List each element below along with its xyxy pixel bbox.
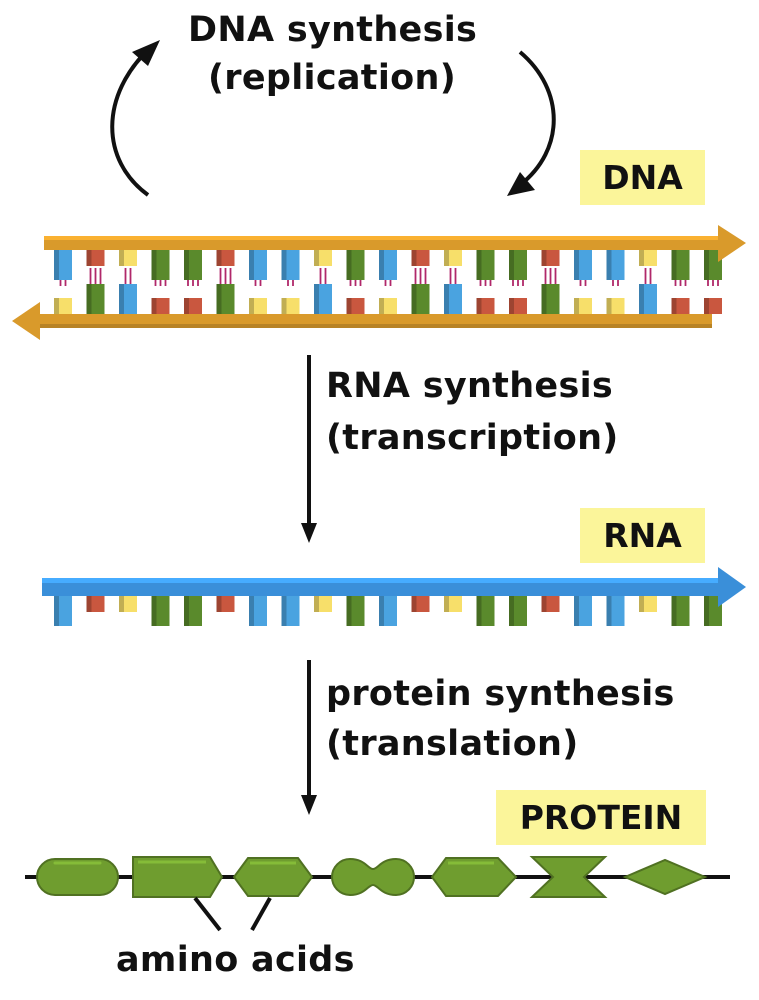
rna-base-shade xyxy=(411,596,417,612)
dna-bottom-base-shade xyxy=(151,298,157,314)
rna-base-shade xyxy=(151,596,157,626)
dna-top-base-shade xyxy=(704,250,709,280)
dna-top-base-shade xyxy=(639,250,644,266)
protein-chain xyxy=(36,856,708,898)
rna-base-shade xyxy=(379,596,384,626)
dna-top-base-shade xyxy=(476,250,482,280)
rna-base-shade xyxy=(54,596,59,626)
dna-bottom-base-shade xyxy=(574,298,579,314)
dna-bottom-base-shade xyxy=(509,298,514,314)
replication-arrow-right xyxy=(518,50,556,187)
dna-bottom-base-shade xyxy=(379,298,384,314)
rna-base-shade xyxy=(281,596,287,626)
dna-top-base-shade xyxy=(216,250,222,266)
replication-label-line1: DNA synthesis xyxy=(188,10,478,50)
amino-acid-peanut xyxy=(331,857,415,897)
amino-acid-pointer-2 xyxy=(250,897,272,931)
dna-bottom-base-shade xyxy=(119,284,124,314)
dna-top-base-shade xyxy=(346,250,352,280)
amino-acid-diamond xyxy=(622,858,708,896)
dna-top-base-shade xyxy=(379,250,384,280)
dna-bottom-base-shade xyxy=(411,284,417,314)
rna-base-shade xyxy=(314,596,319,612)
rna-base-shade xyxy=(541,596,547,612)
dna-bottom-base-shade xyxy=(216,284,222,314)
rna-base-shade xyxy=(639,596,644,612)
dna-bottom-base-shade xyxy=(606,298,612,314)
amino-acid-rect-pointed xyxy=(132,856,224,898)
replication-arrowhead-left xyxy=(132,40,160,66)
rna-base-shade xyxy=(606,596,612,626)
rna-base-shade xyxy=(216,596,222,612)
replication-arrow-left xyxy=(110,46,152,197)
dna-top-base-shade xyxy=(249,250,254,280)
amino-acid-capsule xyxy=(36,858,119,896)
dna-bottom-base-shade xyxy=(184,298,189,314)
amino-acid-bowtie xyxy=(529,856,608,898)
dna-top-base-shade xyxy=(151,250,157,280)
transcription-label-line2: (transcription) xyxy=(326,418,619,458)
dna-bottom-base-shade xyxy=(86,284,92,314)
dna-top-base-shade xyxy=(86,250,92,266)
dna-bottom-base-shade xyxy=(671,298,677,314)
dna-bottom-base-shade xyxy=(444,284,449,314)
rna-base-shade xyxy=(249,596,254,626)
amino-acid-hexagon xyxy=(232,857,314,897)
translation-label-line1: protein synthesis xyxy=(326,674,675,714)
rna-base-shade xyxy=(119,596,124,612)
dna-top-base-shade xyxy=(541,250,547,266)
dna-top-base-shade xyxy=(411,250,417,266)
dna-bottom-backbone-shade xyxy=(36,324,712,328)
rna-strand xyxy=(42,567,746,626)
amino-acid-hexagon-tapered xyxy=(430,857,518,897)
rna-base-shade xyxy=(184,596,189,626)
dna-bottom-base-shade xyxy=(704,298,709,314)
dna-bottom-base-shade xyxy=(541,284,547,314)
rna-base-shade xyxy=(476,596,482,626)
rna-base-shade xyxy=(574,596,579,626)
protein-badge: PROTEIN xyxy=(496,790,706,845)
dna-badge: DNA xyxy=(580,150,705,205)
dna-top-base-shade xyxy=(509,250,514,280)
rna-base-shade xyxy=(671,596,677,626)
dna-top-base-shade xyxy=(574,250,579,280)
translation-label-line2: (translation) xyxy=(326,724,579,764)
dna-top-base-shade xyxy=(54,250,59,280)
dna-top-base-shade xyxy=(184,250,189,280)
dna-bottom-base-shade xyxy=(346,298,352,314)
rna-base-shade xyxy=(704,596,709,626)
dna-bottom-base-shade xyxy=(476,298,482,314)
dna-bottom-arrowhead xyxy=(12,302,40,340)
rna-base-shade xyxy=(509,596,514,626)
replication-label-line2: (replication) xyxy=(208,58,456,98)
rna-badge: RNA xyxy=(580,508,705,563)
rna-base-shade xyxy=(444,596,449,612)
transcription-arrowhead xyxy=(301,523,317,543)
dna-bottom-base-shade xyxy=(639,284,644,314)
dna-top-base-shade xyxy=(671,250,677,280)
amino-acid-pointer-1 xyxy=(193,896,222,932)
rna-base-shade xyxy=(346,596,352,626)
dna-top-base-shade xyxy=(281,250,287,280)
dna-top-base-shade xyxy=(606,250,612,280)
dna-bottom-base-shade xyxy=(249,298,254,314)
dna-bottom-base-shade xyxy=(314,284,319,314)
dna-top-arrowhead xyxy=(718,225,746,262)
rna-arrowhead xyxy=(718,567,746,607)
rna-backbone-highlight xyxy=(42,578,724,583)
amino-acids-label: amino acids xyxy=(116,940,355,980)
replication-arrowhead-right xyxy=(507,172,535,196)
dna-bottom-base-shade xyxy=(54,298,59,314)
transcription-label-line1: RNA synthesis xyxy=(326,366,614,406)
dna-top-backbone-highlight xyxy=(44,236,722,240)
dna-top-base-shade xyxy=(314,250,319,266)
dna-top-base-shade xyxy=(444,250,449,266)
translation-arrowhead xyxy=(301,795,317,815)
dna-bottom-base-shade xyxy=(281,298,287,314)
dna-top-base-shade xyxy=(119,250,124,266)
rna-base-shade xyxy=(86,596,92,612)
dna-double-helix xyxy=(12,225,746,340)
